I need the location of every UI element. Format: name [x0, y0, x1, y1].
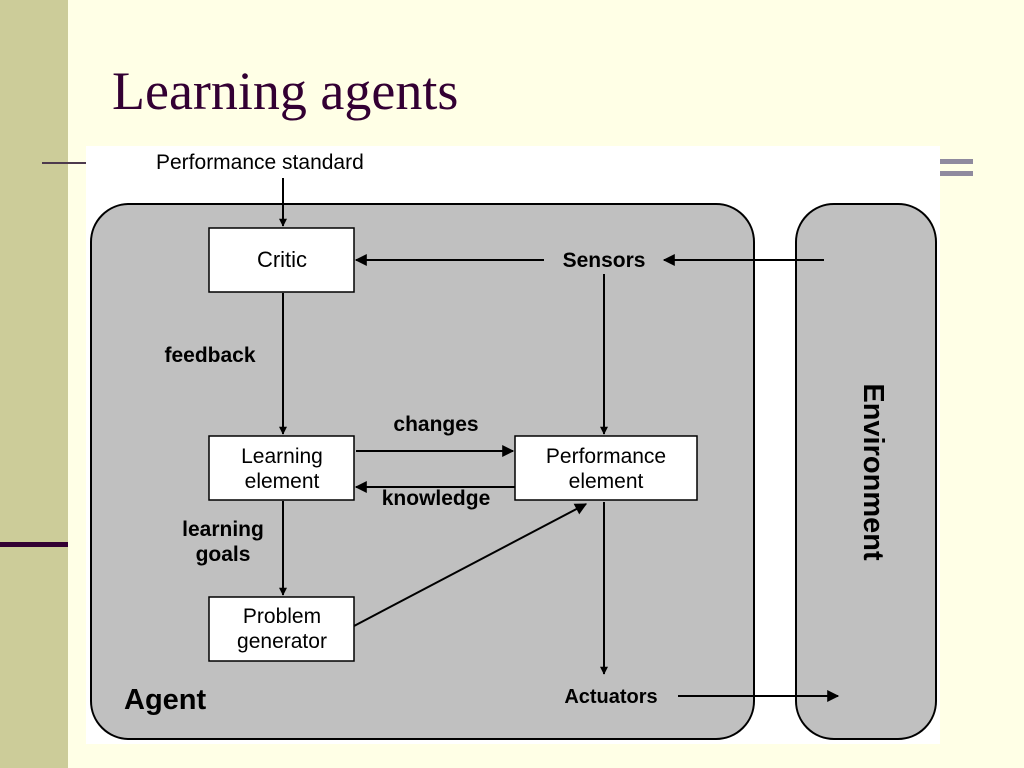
learning-goals-label-line2: goals — [196, 543, 251, 566]
performance-element-label-line1: Performance — [546, 445, 666, 468]
learning-goals-label-line1: learning — [182, 518, 264, 541]
slide-title: Learning agents — [112, 61, 459, 121]
performance-standard-label: Performance standard — [156, 151, 364, 174]
changes-label: changes — [393, 413, 478, 436]
environment-container — [795, 203, 937, 740]
critic-box — [208, 227, 355, 293]
learning-element-label-line1: Learning — [241, 445, 323, 468]
problem-generator-label-line1: Problem — [243, 605, 321, 628]
critic-label: Critic — [257, 247, 307, 272]
learning-agent-diagram: Performance standard Critic Sensors feed… — [86, 146, 940, 744]
left-accent-line — [0, 542, 68, 547]
problem-generator-box — [208, 596, 355, 662]
sensors-label: Sensors — [563, 249, 646, 272]
performance-element-label-line2: element — [569, 470, 644, 493]
diagram-svg: Performance standard Critic Sensors feed… — [90, 151, 937, 740]
agent-label: Agent — [124, 684, 207, 716]
left-accent-band — [0, 0, 68, 768]
title-rule-right-top — [940, 159, 973, 164]
knowledge-label: knowledge — [382, 487, 491, 510]
arrow-problem-to-performance — [353, 503, 588, 627]
learning-element-box — [208, 435, 355, 501]
feedback-label: feedback — [164, 344, 255, 367]
performance-element-box — [514, 435, 698, 501]
problem-generator-label-line2: generator — [237, 630, 327, 653]
learning-element-label-line2: element — [245, 470, 320, 493]
environment-label: Environment — [857, 383, 889, 561]
title-rule-right-bottom — [940, 171, 973, 176]
title-rule-left — [42, 162, 90, 164]
actuators-label: Actuators — [564, 686, 657, 708]
